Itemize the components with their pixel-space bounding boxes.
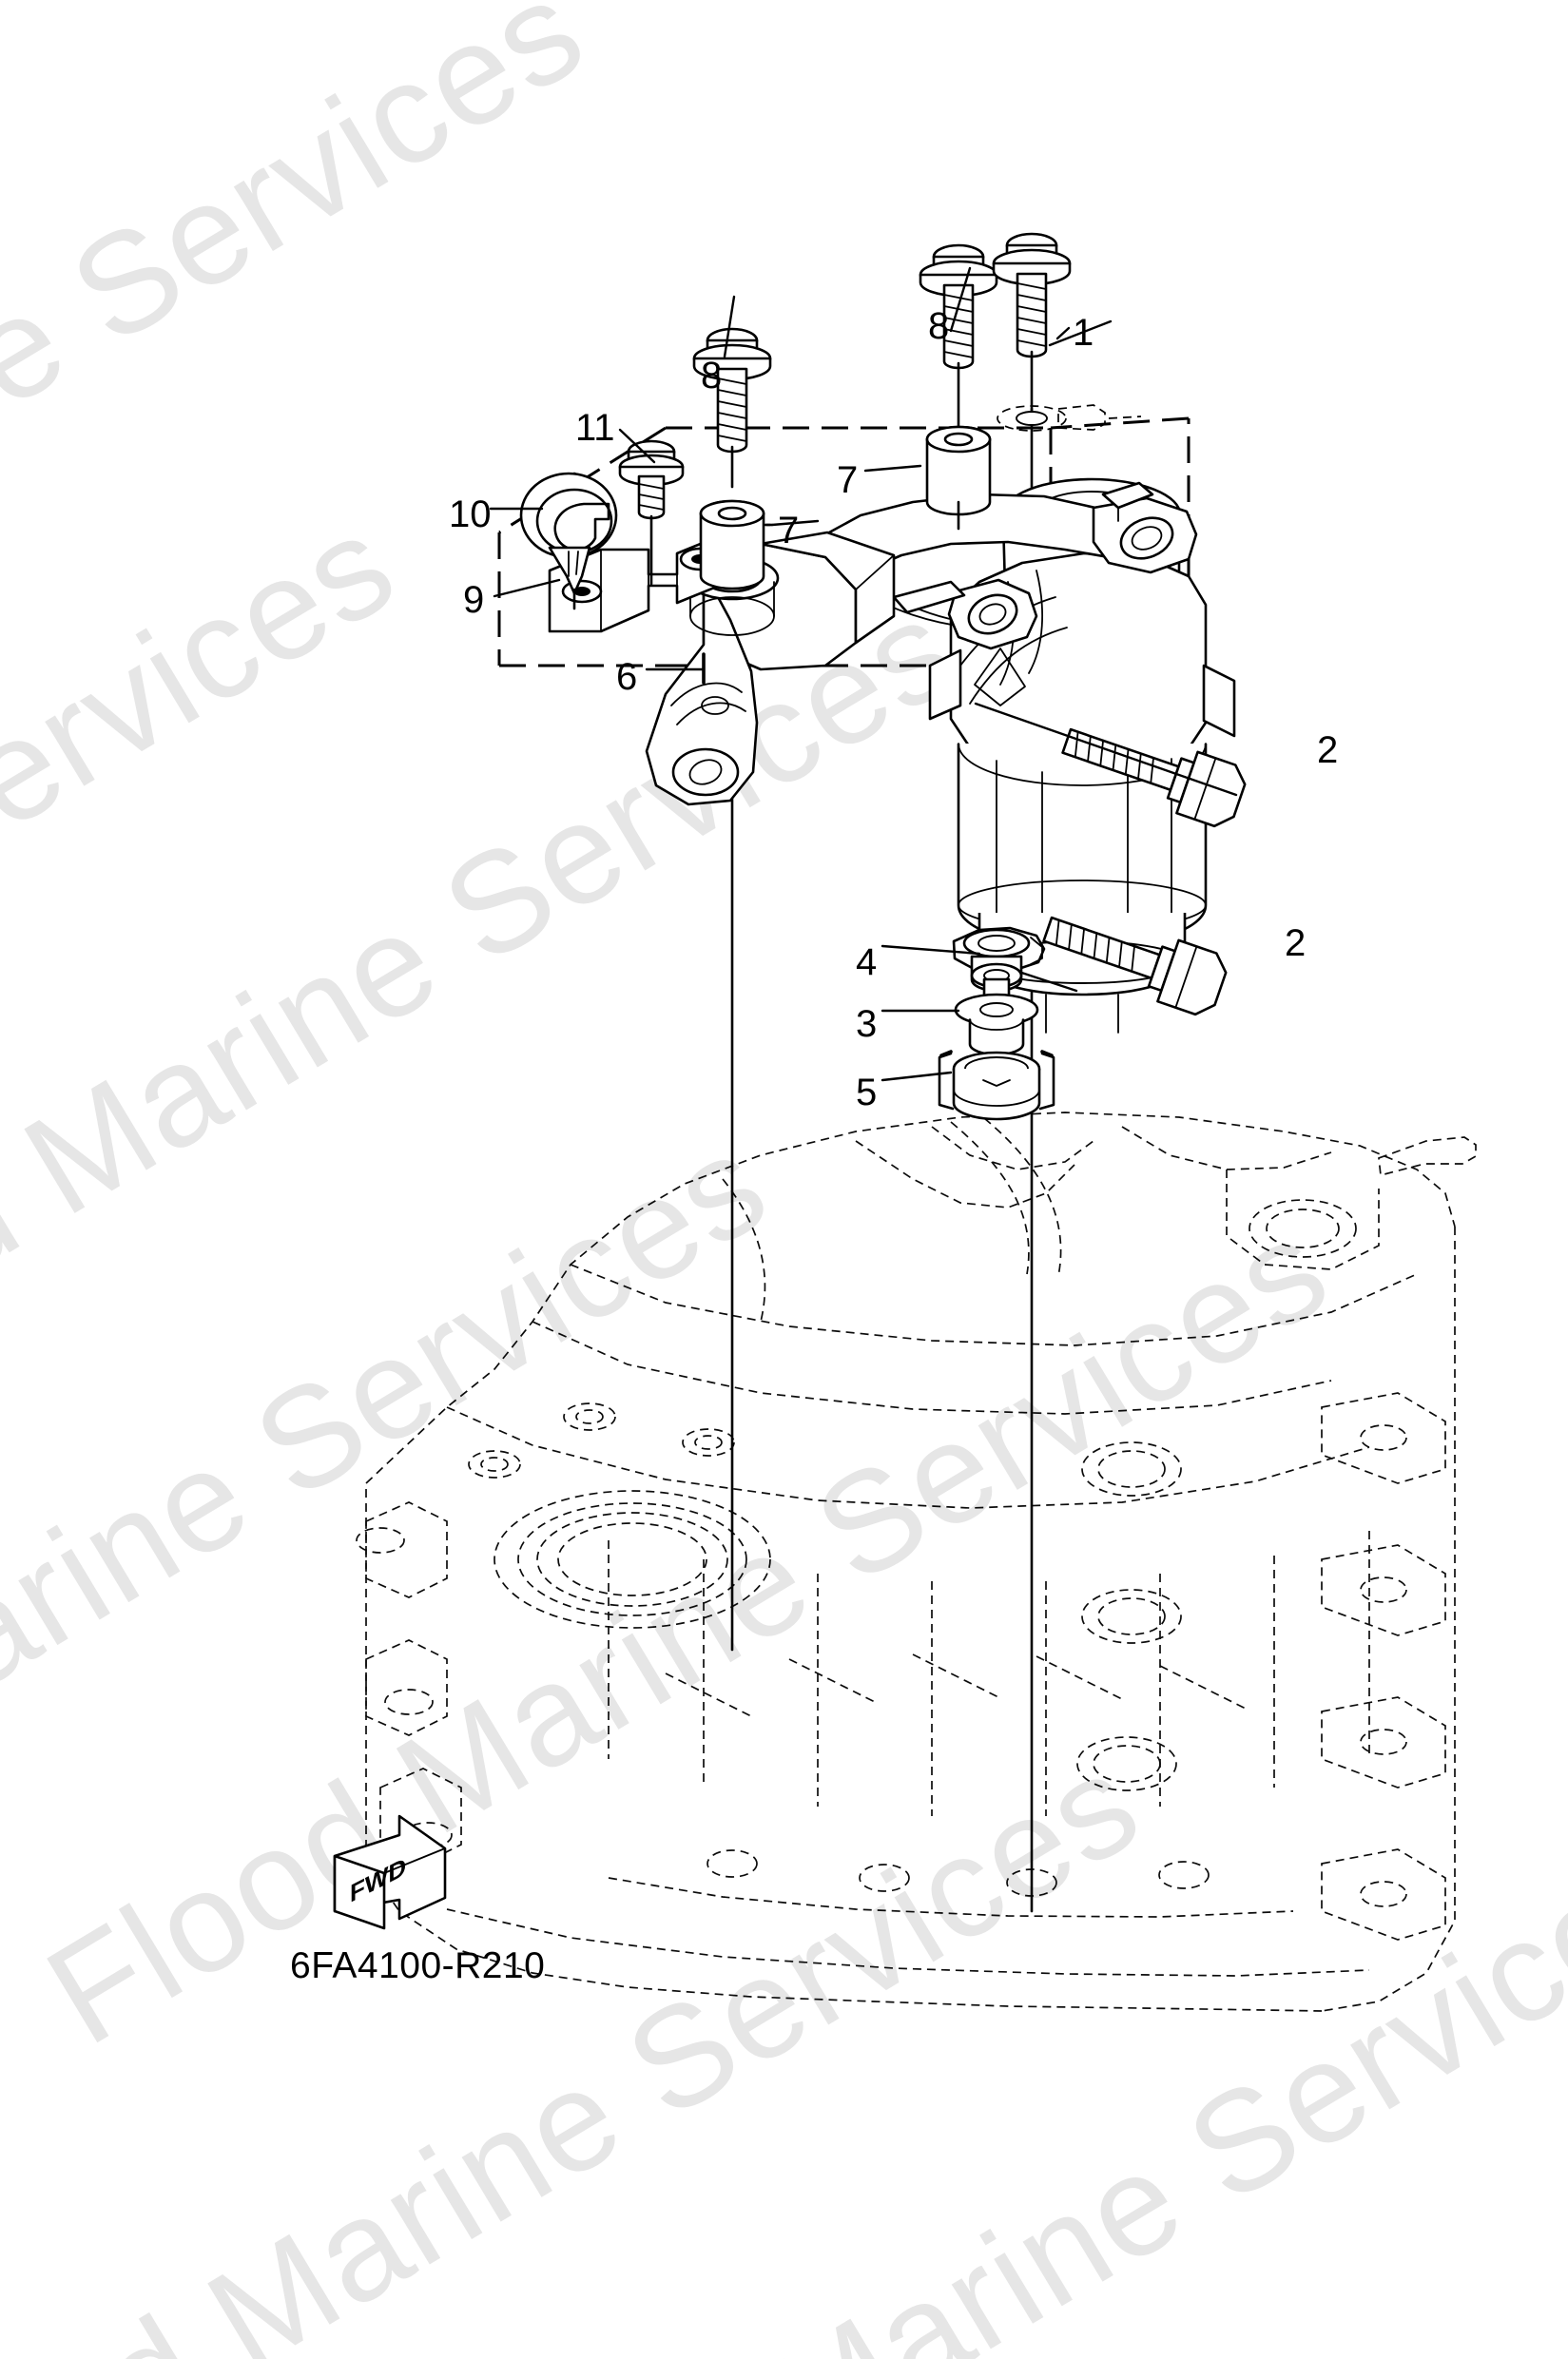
starter-bolt-upper (974, 702, 1247, 828)
bolt-small-left (618, 439, 685, 586)
callout-9: 9 (463, 579, 485, 621)
collar-bushing-right (925, 425, 992, 531)
callout-11: 11 (575, 407, 615, 449)
flange-bolt-top-right (992, 232, 1142, 432)
wire-clamp-collar (881, 1050, 1055, 1121)
callout-10: 10 (449, 493, 492, 535)
callout-2-lower: 2 (1285, 922, 1307, 964)
callout-6: 6 (616, 656, 638, 698)
callout-3: 3 (856, 1003, 878, 1045)
callout-4: 4 (856, 941, 878, 983)
callout-7-right: 7 (837, 459, 859, 501)
rubber-mount-grommet (519, 472, 618, 610)
diagram-part-number: 6FA4100-R210 (290, 1945, 546, 1986)
flange-bolt-mid (692, 327, 772, 489)
callout-8-upper: 8 (928, 305, 950, 347)
callout-7-left: 7 (778, 510, 800, 551)
callout-2-upper: 2 (1317, 729, 1339, 771)
fwd-arrow-icon (333, 1814, 447, 1930)
callout-5: 5 (856, 1072, 878, 1113)
rubber-cap-washer (881, 993, 1039, 1056)
engine-block-reference-outline (356, 1112, 1477, 2012)
terminal-nut-assembly (881, 926, 1046, 1010)
flange-bolt-upper (919, 243, 998, 439)
callout-8-mid: 8 (701, 355, 723, 396)
callout-leader-lines (489, 266, 1113, 685)
collar-bushing-left (699, 499, 765, 590)
callout-1: 1 (1073, 312, 1094, 354)
